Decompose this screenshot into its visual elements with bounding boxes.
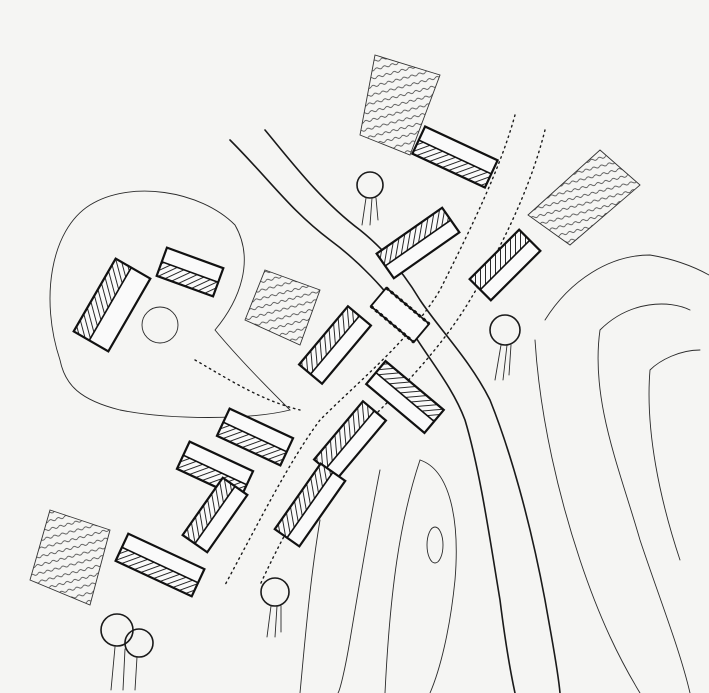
building [273,462,347,548]
building [468,228,542,302]
building [155,246,225,298]
building [410,125,500,189]
building [215,407,295,467]
tree-icon [356,171,384,226]
fields [29,54,641,606]
tree-icon [100,613,154,691]
building [297,304,373,386]
tree-icon [260,577,290,638]
trees [100,171,521,691]
hill-outline [49,190,291,418]
building-l-shaped [175,440,255,554]
field [527,149,641,246]
bridge [369,286,431,344]
field [29,509,111,606]
field [359,54,441,156]
building [364,359,446,435]
contour-lines [299,254,709,693]
hilltop-circle [141,306,179,344]
building [114,532,206,598]
field [244,269,321,346]
road [194,114,546,586]
river [229,129,561,693]
building [375,206,461,280]
tree-icon [489,314,521,381]
building [72,257,152,353]
buildings [72,125,542,598]
